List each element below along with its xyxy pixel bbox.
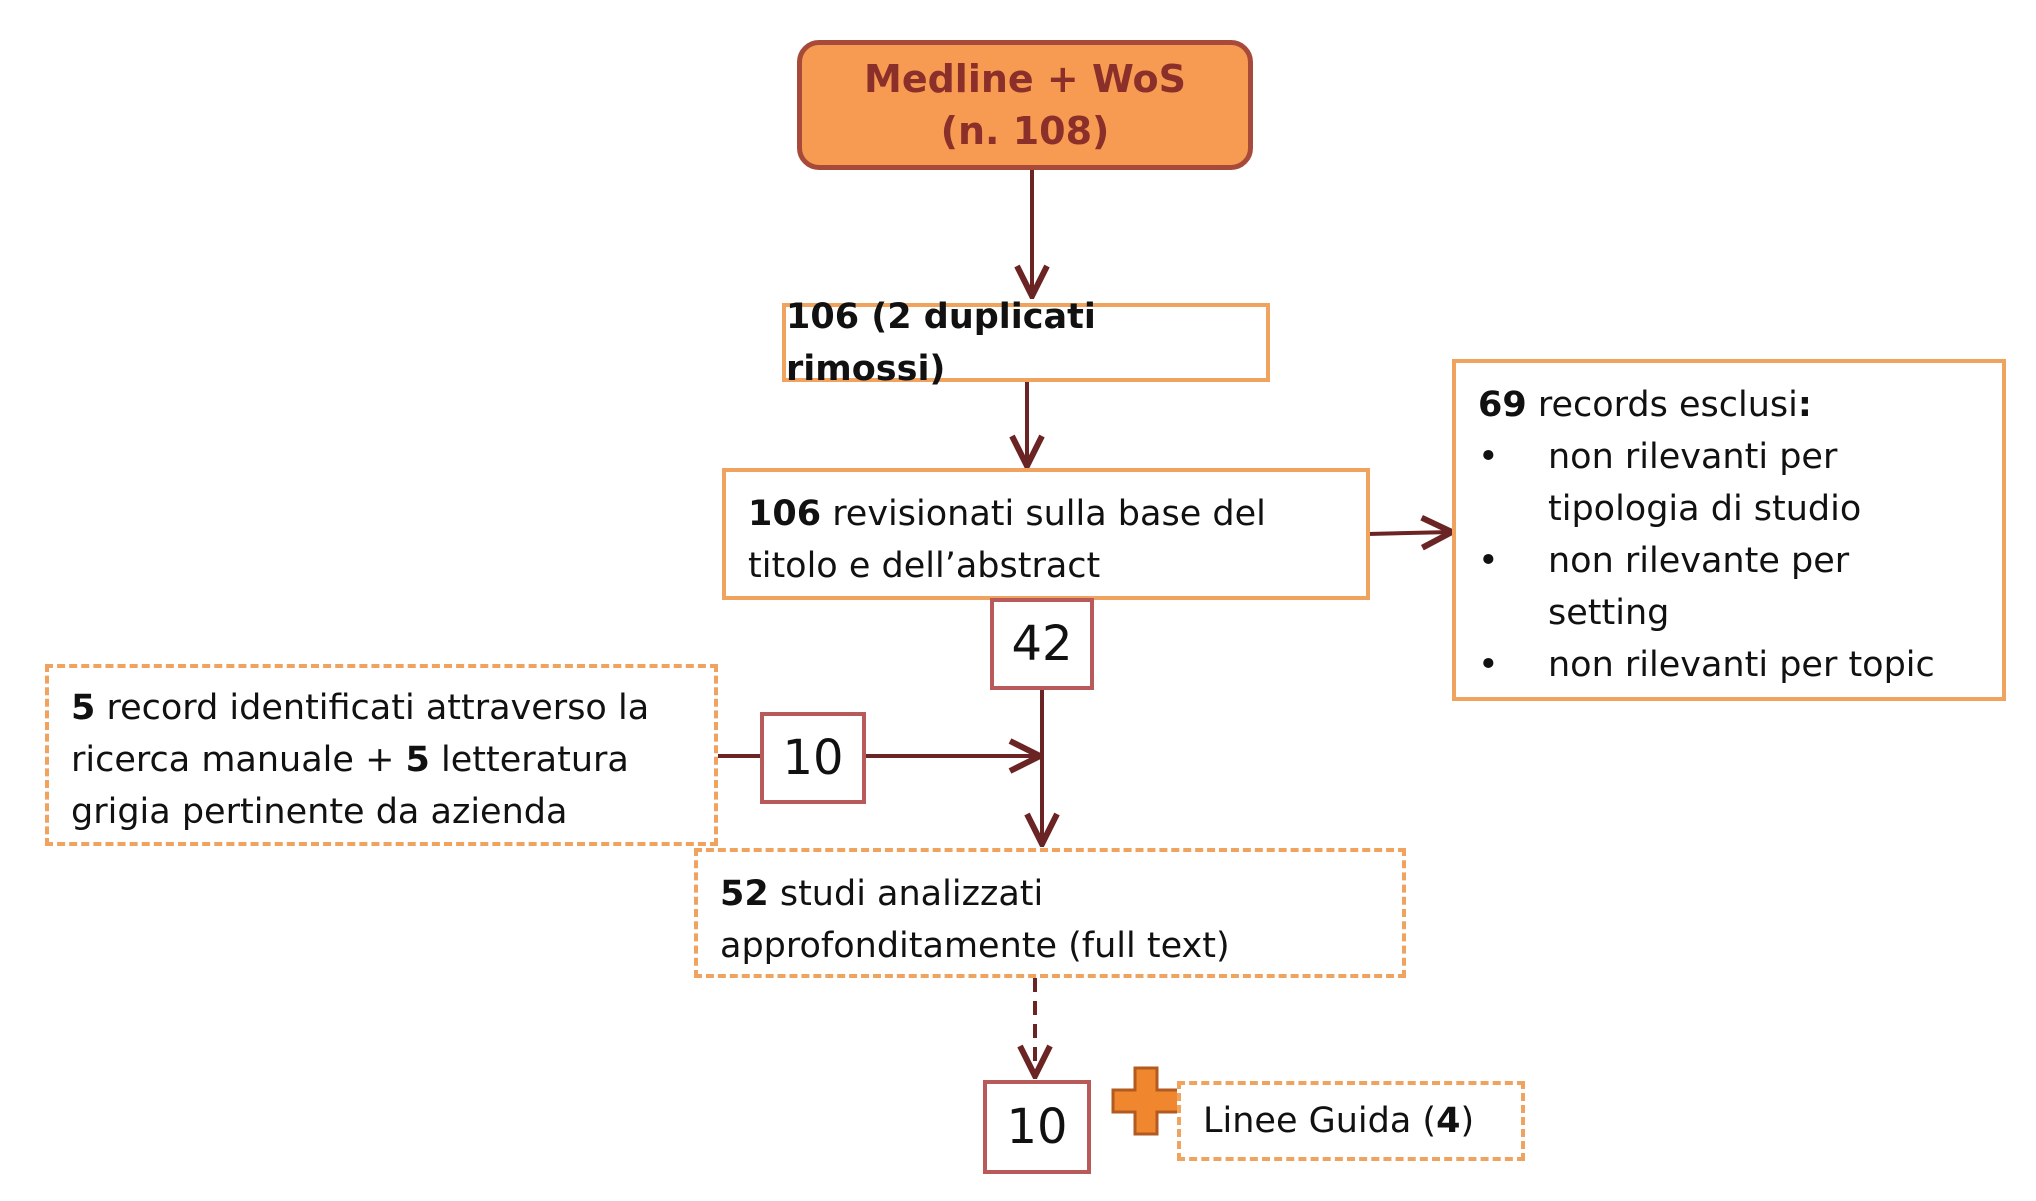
excluded-reason: non rilevante per setting: [1478, 535, 2002, 639]
source-count: (n. 108): [940, 109, 1110, 153]
excluded-reasons: non rilevanti per tipologia di studio no…: [1478, 431, 2002, 691]
screened-box: 106 revisionati sulla base del titolo e …: [722, 468, 1370, 600]
excluded-text: records esclusi: [1526, 385, 1798, 425]
source-title: Medline + WoS: [864, 57, 1186, 101]
arrow-screened-to-excluded: [1367, 532, 1452, 534]
manual-count-b: 5: [405, 740, 430, 780]
excluded-box: 69 records esclusi: non rilevanti per ti…: [1452, 359, 2006, 701]
source-box: Medline + WoS (n. 108): [797, 40, 1253, 170]
guidelines-text: Linee Guida (: [1203, 1101, 1437, 1141]
retained-count-box: 42: [990, 598, 1094, 690]
final-count-box: 10: [983, 1080, 1091, 1174]
added-count-box: 10: [760, 712, 866, 804]
final-count: 10: [1006, 1099, 1068, 1155]
screened-count: 106: [748, 494, 822, 534]
guidelines-close: ): [1460, 1101, 1475, 1141]
excluded-colon: :: [1797, 385, 1812, 425]
guidelines-count: 4: [1436, 1101, 1461, 1141]
retained-count: 42: [1011, 616, 1073, 672]
excluded-reason: non rilevanti per topic: [1478, 639, 2002, 691]
manual-text-b: ricerca manuale +: [71, 740, 406, 780]
dedup-label: 106 (2 duplicati rimossi): [786, 296, 1096, 389]
fulltext-text-b: approfonditamente (full text): [720, 926, 1230, 966]
manual-text-d: grigia pertinente da azienda: [71, 792, 568, 832]
added-count: 10: [782, 730, 844, 786]
manual-text-a: record identificati attraverso la: [95, 688, 650, 728]
fulltext-text-a: studi analizzati: [768, 874, 1044, 914]
manual-count-a: 5: [71, 688, 96, 728]
excluded-count: 69: [1478, 385, 1527, 425]
manual-box: 5 record identificati attraverso la rice…: [45, 664, 718, 846]
screened-text-b: titolo e dell’abstract: [748, 546, 1101, 586]
guidelines-box: Linee Guida (4): [1177, 1081, 1525, 1161]
excluded-reason: non rilevanti per tipologia di studio: [1478, 431, 2002, 535]
fulltext-box: 52 studi analizzati approfonditamente (f…: [694, 848, 1406, 978]
manual-text-c: letteratura: [429, 740, 629, 780]
fulltext-count: 52: [720, 874, 769, 914]
screened-text-a: revisionati sulla base del: [821, 494, 1266, 534]
plus-icon: [1111, 1066, 1181, 1136]
dedup-box: 106 (2 duplicati rimossi): [782, 297, 1270, 389]
